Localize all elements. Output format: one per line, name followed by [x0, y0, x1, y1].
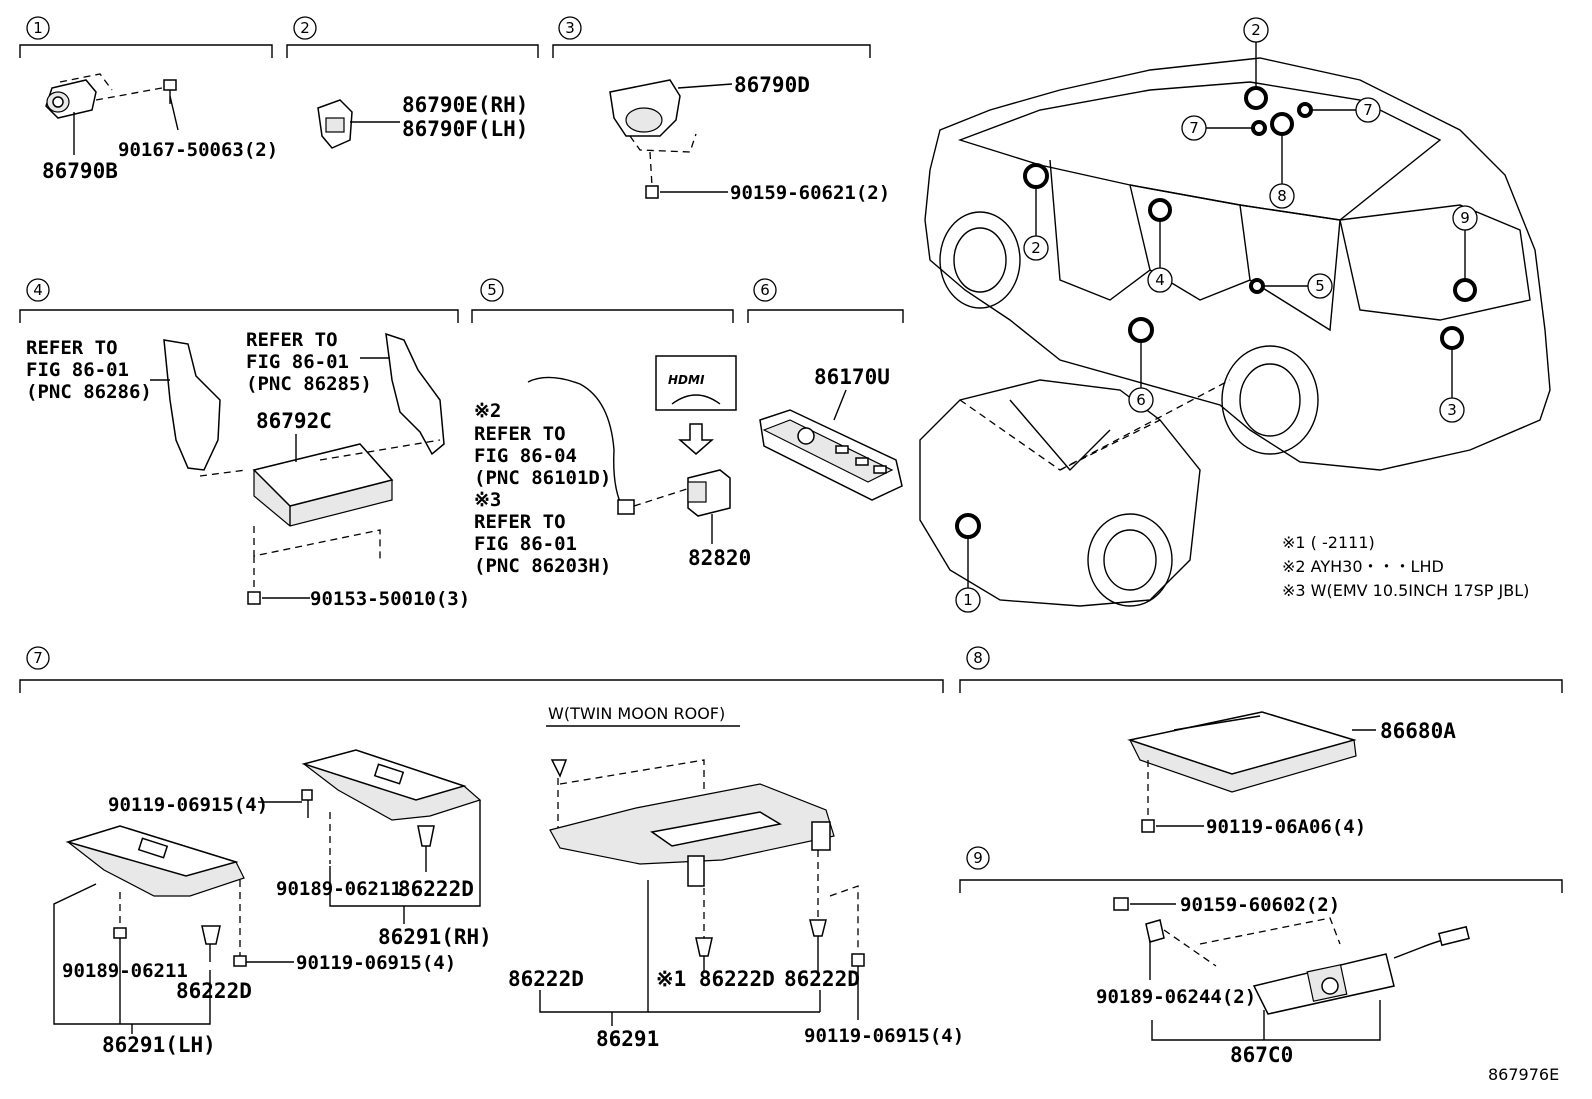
- note-3: ※3 W(EMV 10.5INCH 17SP JBL): [1282, 581, 1529, 600]
- section-1-header: 1: [19, 16, 273, 58]
- module-86792C: [199, 434, 441, 605]
- refer3-line4: (PNC 86101D): [474, 467, 611, 489]
- arrow-down-icon: [678, 423, 714, 455]
- svg-text:9: 9: [973, 849, 983, 867]
- hdmi-socket-82820: [687, 469, 731, 544]
- label-90189b: 90189-06211: [62, 960, 188, 982]
- callout-numbers: 2 2 3 4 5 6 7 7 8 9 1: [955, 17, 1478, 613]
- label-90153: 90153-50010(3): [310, 588, 470, 610]
- section-5-header: 5: [471, 278, 734, 323]
- svg-text:3: 3: [565, 19, 575, 37]
- refer1-line3: (PNC 86286): [26, 381, 152, 403]
- label-86790E: 86790E(RH): [402, 93, 528, 117]
- refer3-line7: FIG 86-01: [474, 533, 577, 555]
- bracket-left: [150, 339, 221, 471]
- label-86222Dd: ※1 86222D: [656, 967, 775, 991]
- label-86222Db: 86222D: [176, 979, 252, 1003]
- svg-text:4: 4: [1155, 271, 1165, 289]
- label-90167: 90167-50063(2): [118, 139, 278, 161]
- label-90119d: 90119-06A06(4): [1206, 816, 1366, 838]
- plate-86291LH: [53, 825, 294, 1034]
- frame-86291: [539, 759, 865, 1026]
- label-90189a: 90189-06211: [276, 878, 402, 900]
- section-4-header: 4: [19, 278, 459, 323]
- callout-rings: [955, 86, 1477, 539]
- svg-text:9: 9: [1460, 209, 1470, 227]
- bracket-right: [360, 332, 445, 456]
- section-2-header: 2: [286, 16, 539, 58]
- screw-90167: [163, 79, 179, 131]
- svg-text:HDMI: HDMI: [668, 373, 705, 387]
- note-1: ※1 ( -2111): [1282, 533, 1375, 552]
- unit-86680A: [1127, 711, 1376, 833]
- svg-text:5: 5: [487, 281, 497, 299]
- refer1-line2: FIG 86-01: [26, 359, 129, 381]
- label-90119c: 90119-06915(4): [804, 1025, 964, 1047]
- label-86790B: 86790B: [42, 159, 118, 183]
- svg-text:3: 3: [1447, 401, 1457, 419]
- camera-86790E-F: [317, 99, 400, 149]
- label-86680A: 86680A: [1380, 719, 1456, 743]
- svg-text:2: 2: [1251, 21, 1261, 39]
- svg-text:6: 6: [1136, 391, 1146, 409]
- label-90159a: 90159-60621(2): [730, 182, 890, 204]
- label-86790D: 86790D: [734, 73, 810, 97]
- refer1-line1: REFER TO: [26, 337, 118, 359]
- refer2-line2: FIG 86-01: [246, 351, 349, 373]
- label-86792C: 86792C: [256, 409, 332, 433]
- svg-text:2: 2: [1031, 239, 1041, 257]
- refer2-line1: REFER TO: [246, 329, 338, 351]
- camera-867C0: [1113, 897, 1470, 1041]
- label-867C0: 867C0: [1230, 1043, 1293, 1067]
- svg-text:5: 5: [1315, 277, 1325, 295]
- svg-text:7: 7: [33, 649, 43, 667]
- section-9-header: 9: [959, 846, 1563, 893]
- camera-86790B: [45, 73, 163, 155]
- label-90119a: 90119-06915(4): [108, 794, 268, 816]
- plate-86291RH: [258, 749, 482, 924]
- section-6-header: 6: [747, 278, 904, 323]
- svg-text:6: 6: [760, 281, 770, 299]
- label-86291LH: 86291(LH): [102, 1033, 216, 1057]
- camera-86790D: [609, 79, 733, 199]
- label-90189c: 90189-06244(2): [1096, 986, 1256, 1008]
- svg-text:2: 2: [300, 19, 310, 37]
- hdmi-cable: [527, 376, 691, 515]
- label-86222De: 86222D: [784, 967, 860, 991]
- label-90159b: 90159-60602(2): [1180, 894, 1340, 916]
- refer3-line2: REFER TO: [474, 423, 566, 445]
- svg-text:8: 8: [1277, 187, 1287, 205]
- note-2: ※2 AYH30・・・LHD: [1282, 557, 1444, 576]
- refer3-line8: (PNC 86203H): [474, 555, 611, 577]
- label-86291: 86291: [596, 1027, 659, 1051]
- callout-leaders: [967, 42, 1466, 588]
- label-86790F: 86790F(LH): [402, 117, 528, 141]
- label-90119b: 90119-06915(4): [296, 952, 456, 974]
- vehicle-illustration: [919, 57, 1551, 607]
- remote-86170U: [759, 389, 903, 501]
- label-86222Dc: 86222D: [508, 967, 584, 991]
- refer3-line3: FIG 86-04: [474, 445, 577, 467]
- section-7-header: 7: [19, 646, 944, 693]
- label-82820: 82820: [688, 546, 751, 570]
- section-8-header: 8: [959, 646, 1563, 693]
- twin-moon-roof-label: W(TWIN MOON ROOF): [548, 704, 725, 723]
- svg-text:4: 4: [33, 281, 43, 299]
- section-3-header: 3: [552, 16, 871, 58]
- svg-text:8: 8: [973, 649, 983, 667]
- refer3-line1: ※2: [474, 400, 501, 422]
- label-86222Da: 86222D: [398, 877, 474, 901]
- svg-text:7: 7: [1363, 101, 1373, 119]
- label-86291RH: 86291(RH): [378, 925, 492, 949]
- hdmi-port-icon: HDMI: [655, 355, 737, 411]
- refer3-line5: ※3: [474, 489, 501, 511]
- label-86170U: 86170U: [814, 365, 890, 389]
- diagram-id: 867976E: [1488, 1065, 1559, 1084]
- svg-text:1: 1: [963, 591, 973, 609]
- refer3-line6: REFER TO: [474, 511, 566, 533]
- svg-text:7: 7: [1189, 119, 1199, 137]
- svg-text:1: 1: [33, 19, 43, 37]
- refer2-line3: (PNC 86285): [246, 373, 372, 395]
